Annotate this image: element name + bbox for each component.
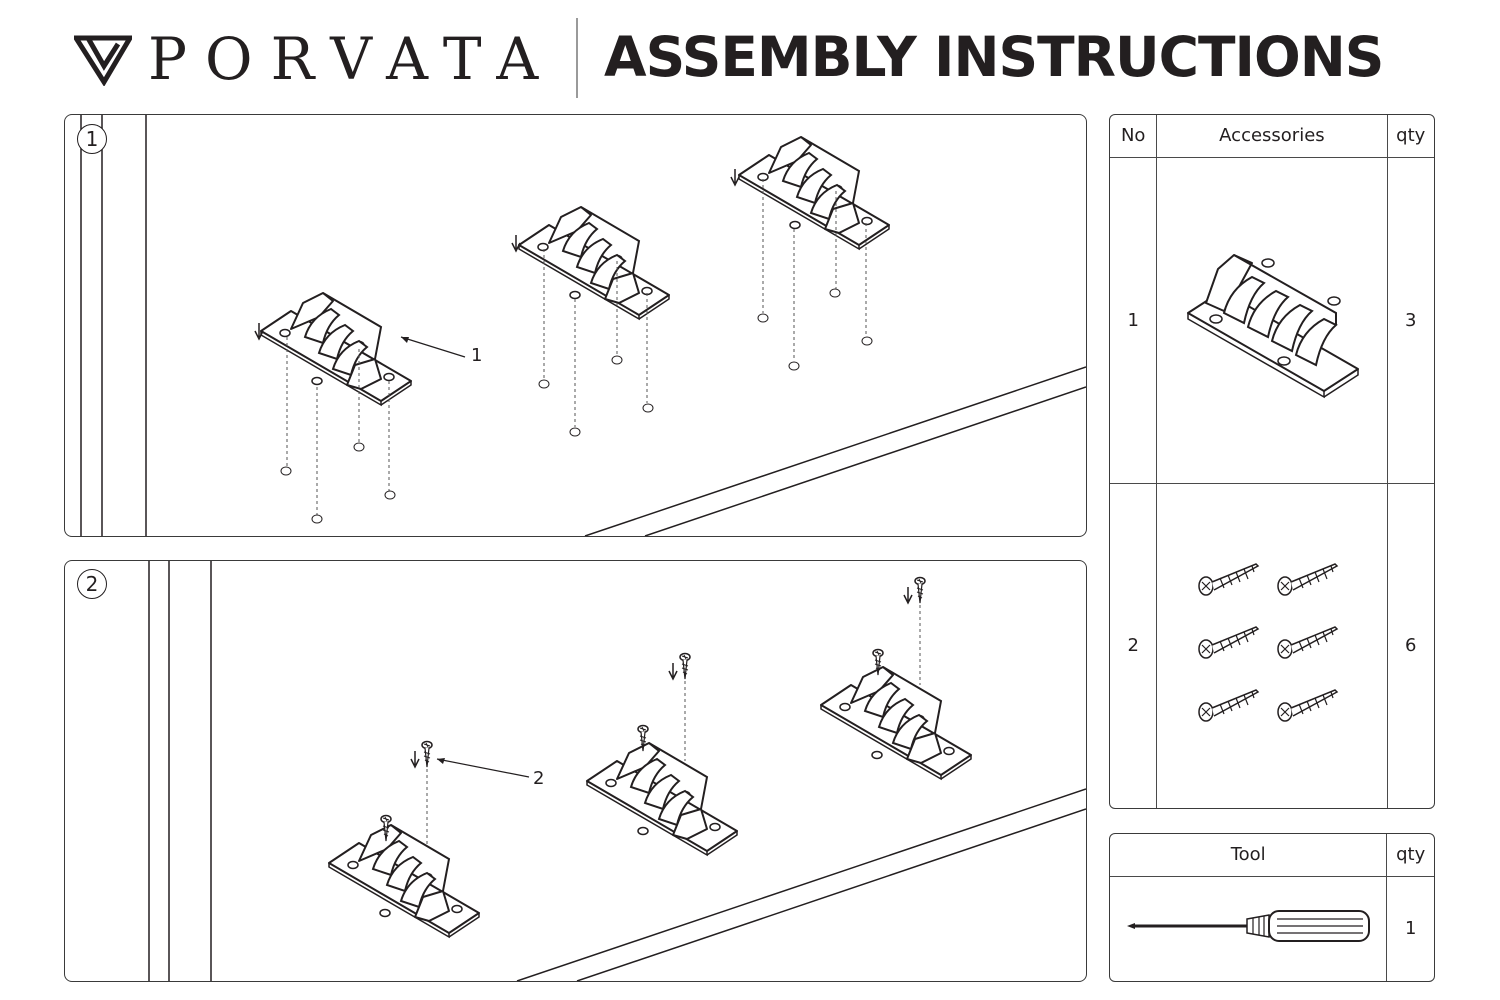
step-2-number: 2 [77, 569, 107, 599]
row-1-qty: 3 [1386, 156, 1434, 484]
accessories-table: No Accessories qty 1 [1109, 114, 1435, 809]
page-title: ASSEMBLY INSTRUCTIONS [604, 25, 1384, 89]
tool-table: Tool qty 1 [1109, 833, 1435, 982]
step-2-callout-label: 2 [533, 768, 545, 789]
header: PORVATA ASSEMBLY INSTRUCTIONS [0, 0, 1500, 110]
row-1-no: 1 [1110, 156, 1158, 484]
header-accessories: Accessories [1156, 115, 1388, 158]
bracket-icon [1186, 253, 1359, 398]
porvata-logo-icon [74, 35, 132, 86]
tool-row-item [1110, 875, 1388, 981]
row-2-qty: 6 [1386, 482, 1434, 808]
step-2-panel: 2 2 [64, 560, 1087, 982]
tool-row-qty: 1 [1386, 875, 1434, 981]
step-1-callout-label: 1 [471, 345, 483, 366]
table-row: 2 [1110, 482, 1434, 808]
step-1-number: 1 [77, 124, 107, 154]
row-2-no: 2 [1110, 482, 1158, 808]
screwdriver-icon [1127, 910, 1371, 943]
step-1-panel: 1 1 [64, 114, 1087, 537]
brand-name: PORVATA [148, 25, 557, 93]
screw-icon [1198, 563, 1338, 722]
table-row: 1 3 [1110, 156, 1434, 484]
header-divider [576, 18, 578, 98]
header-tool-qty: qty [1386, 834, 1434, 877]
header-no: No [1110, 115, 1158, 158]
row-1-item [1156, 156, 1388, 484]
row-2-item [1156, 482, 1388, 808]
table-row: 1 [1110, 875, 1434, 981]
header-qty: qty [1386, 115, 1434, 158]
step-1-illustration [80, 115, 1086, 536]
header-tool: Tool [1110, 834, 1388, 877]
step-2-illustration [148, 561, 1086, 981]
